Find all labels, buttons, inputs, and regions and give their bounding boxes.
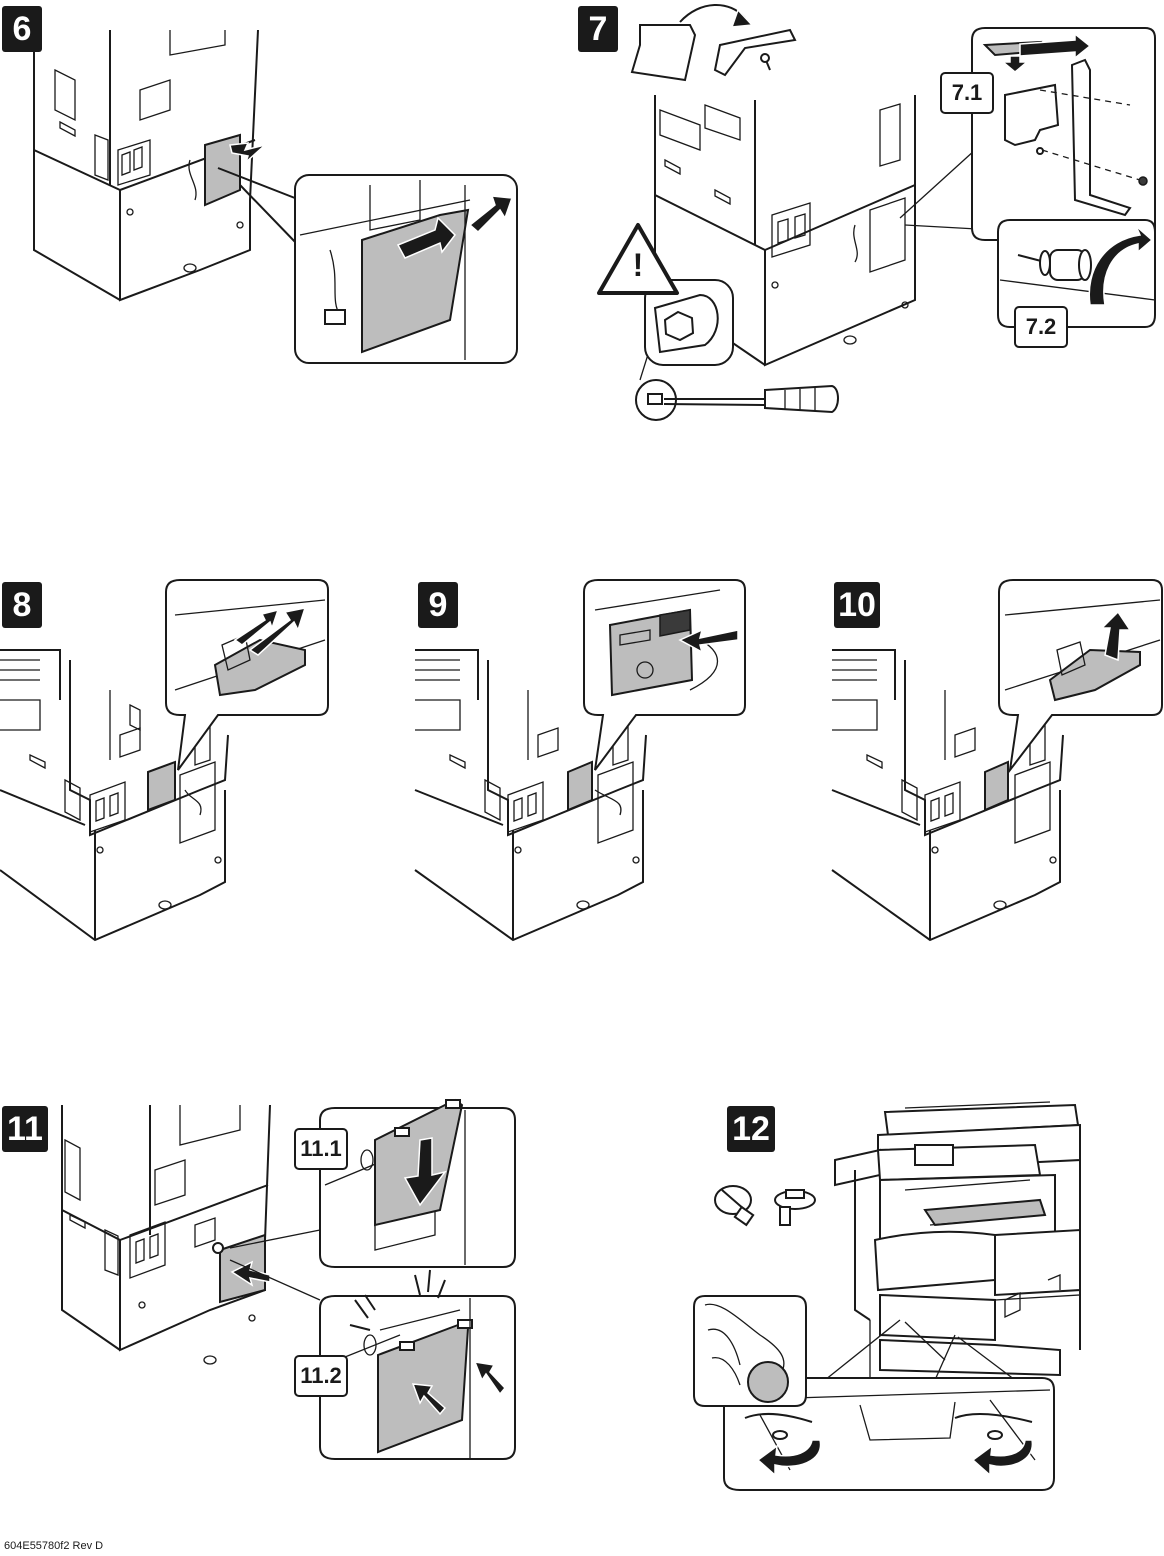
- substep-11-2-label: 11.2: [294, 1355, 348, 1397]
- step-9-printer-rear: [415, 580, 745, 940]
- warning-exclamation: !: [626, 247, 650, 283]
- step-7-printer-rear: [632, 5, 1155, 420]
- step-8-badge: 8: [2, 582, 42, 628]
- document-revision: 604E55780f2 Rev D: [4, 1540, 103, 1552]
- step-12-badge: 12: [727, 1106, 775, 1152]
- thumbscrew-icon: [715, 1186, 815, 1225]
- substep-11-1-label: 11.1: [294, 1128, 348, 1170]
- bag-icon: [632, 25, 695, 80]
- substep-7-1-label: 7.1: [940, 72, 994, 114]
- step-11-badge: 11: [2, 1106, 48, 1152]
- step-8-printer-rear: [0, 580, 328, 940]
- screwdriver-icon: [765, 386, 838, 412]
- substep-7-2-label: 7.2: [1014, 306, 1068, 348]
- step-10-printer-rear: [832, 580, 1162, 940]
- step-7-badge: 7: [578, 6, 618, 52]
- step-10-badge: 10: [834, 582, 880, 628]
- step-11-printer-rear: [62, 1100, 515, 1459]
- bracket-icon: [715, 30, 795, 75]
- step-6-badge: 6: [2, 6, 42, 52]
- step-9-badge: 9: [418, 582, 458, 628]
- step-12-printer-front: [694, 1102, 1080, 1490]
- step-6-printer-rear: [34, 30, 517, 363]
